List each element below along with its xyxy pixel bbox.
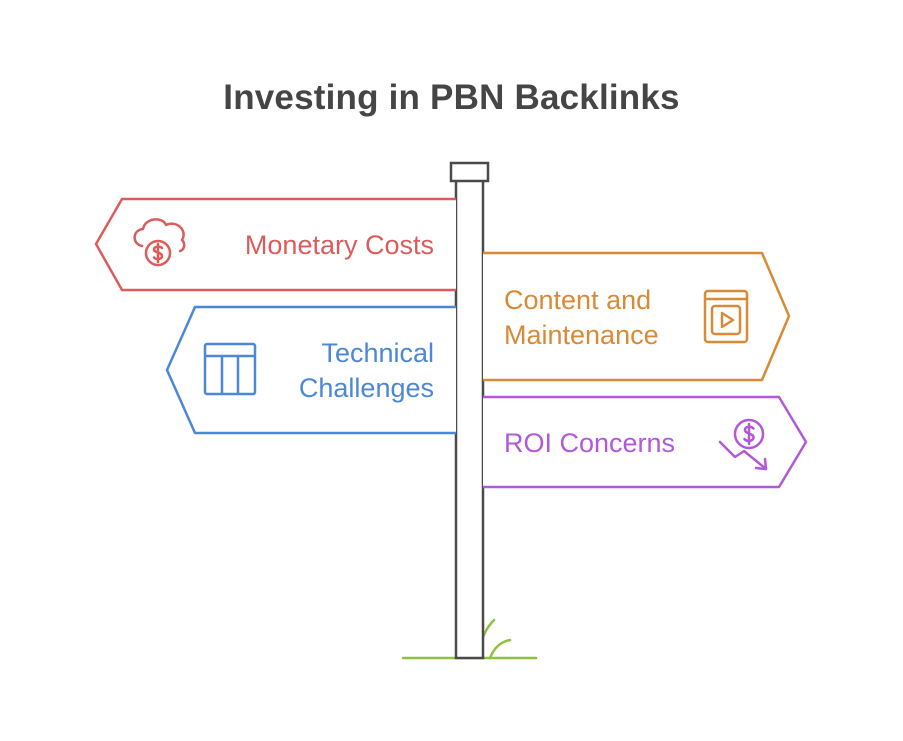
sign-content-maintenance: Content and Maintenance [483,251,791,382]
sign-roi-concerns: ROI Concerns [483,395,808,489]
roi-concerns-label: ROI Concerns [504,428,675,458]
technical-challenges-label-line2: Challenges [299,373,434,403]
diagram-title: Investing in PBN Backlinks [223,78,680,117]
dollar-down-arrow-icon [718,418,768,471]
monetary-costs-label: Monetary Costs [245,230,434,260]
signpost-pole [449,161,490,660]
technical-challenges-label-line1: Technical [321,338,434,368]
cloud-dollar-icon [133,218,186,267]
content-maintenance-label-line2: Maintenance [504,320,659,350]
table-layout-icon [203,342,257,396]
sign-monetary-costs: Monetary Costs [94,197,456,292]
content-maintenance-label-line1: Content and [504,285,651,315]
sign-technical-challenges: Technical Challenges [165,305,456,435]
video-book-icon [703,289,749,344]
